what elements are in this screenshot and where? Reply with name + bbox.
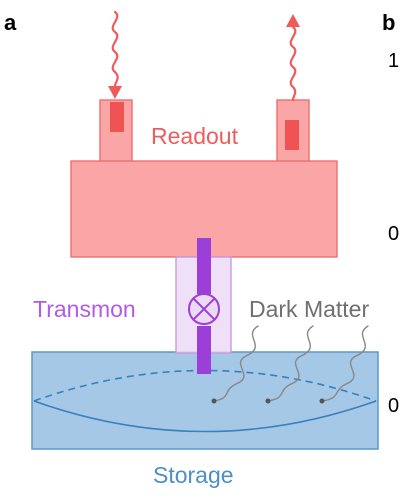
dark-matter-wave-3 [321, 325, 369, 402]
dark-matter-waves [211, 325, 369, 404]
dark-matter-label: Dark Matter [249, 296, 369, 322]
dark-matter-dot-2 [265, 398, 271, 404]
edge-tick-middle: 0 [388, 223, 399, 245]
josephson-junction-icon [188, 293, 220, 325]
edge-tick-top: 1 [388, 50, 399, 72]
panel-label-b: b [382, 10, 395, 35]
dark-matter-dot-1 [211, 398, 217, 404]
dark-matter-wave-1 [213, 325, 259, 402]
storage-label: Storage [153, 462, 234, 488]
input-signal-arrow [108, 10, 122, 99]
input-arrowhead-icon [108, 86, 122, 99]
cavity-mode-lower [33, 400, 377, 433]
transmon-qubit [175, 238, 232, 374]
edge-tick-bottom: 0 [388, 395, 399, 417]
dark-matter-dot-3 [319, 398, 325, 404]
transmon-label: Transmon [33, 296, 136, 322]
transmon-pad-bottom [197, 326, 211, 374]
readout-port-left-pin [110, 102, 124, 132]
output-signal-arrow [286, 14, 300, 102]
readout-label: Readout [151, 123, 239, 149]
panel-label-a: a [4, 10, 17, 35]
output-arrowhead-icon [286, 14, 300, 27]
output-signal-wave [289, 25, 297, 102]
readout-port-right-pin [285, 120, 299, 150]
input-signal-wave [111, 10, 119, 88]
dark-matter-wave-2 [267, 325, 314, 402]
transmon-pad-top [197, 238, 211, 294]
